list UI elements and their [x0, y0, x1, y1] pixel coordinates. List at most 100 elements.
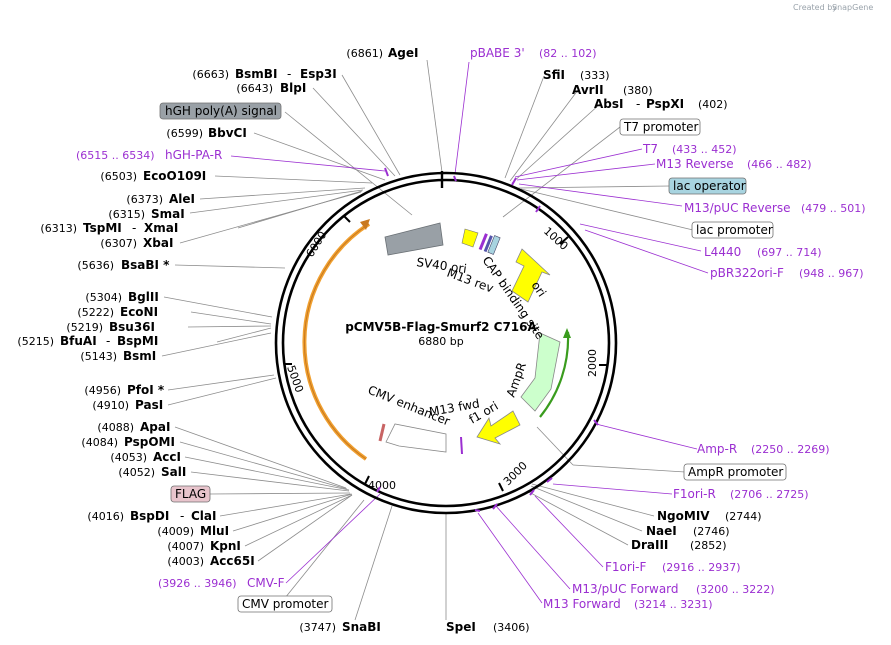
backbone-outer — [274, 171, 618, 515]
left-site-bspdi: (4016)BspDI-ClaI — [87, 509, 216, 523]
ori-feature — [511, 248, 551, 303]
svg-text:T7 promoter: T7 promoter — [623, 120, 699, 134]
left-site-econi: (5222) EcoNI — [77, 305, 158, 319]
svg-text:(2916 .. 2937): (2916 .. 2937) — [662, 561, 741, 574]
ampr-feature — [520, 332, 561, 412]
svg-text:EcoO109I: EcoO109I — [143, 169, 206, 183]
cmv-promoter-box: CMV promoter — [237, 595, 333, 613]
svg-text:AmpR promoter: AmpR promoter — [688, 465, 783, 479]
svg-text:AbsI: AbsI — [594, 97, 623, 111]
svg-text:(6599): (6599) — [166, 127, 203, 140]
svg-text:SfiI: SfiI — [543, 68, 565, 82]
m13-fwd-feature — [460, 436, 463, 455]
svg-text:BsaBI *: BsaBI * — [121, 258, 170, 272]
svg-text:Esp3I: Esp3I — [300, 67, 337, 81]
flag-box: FLAG — [170, 485, 211, 503]
svg-text:(82 .. 102): (82 .. 102) — [539, 47, 597, 60]
svg-text:L4440: L4440 — [704, 245, 741, 259]
svg-text:M13/pUC Reverse: M13/pUC Reverse — [684, 201, 791, 215]
svg-text:(948 .. 967): (948 .. 967) — [799, 267, 864, 280]
svg-text:lac operator: lac operator — [673, 179, 746, 193]
svg-text:KpnI: KpnI — [210, 539, 241, 553]
left-site-acc65i: (4003)Acc65I — [167, 554, 254, 568]
f1-ori-feature — [476, 410, 521, 445]
svg-text:EcoNI: EcoNI — [120, 305, 158, 319]
primer-marks — [376, 167, 599, 512]
right-site-ngomiv: NgoMIV(2744) — [657, 509, 762, 523]
ampr-promoter-box: AmpR promoter — [683, 463, 787, 481]
svg-text:(6861): (6861) — [346, 47, 383, 60]
svg-text:(5215): (5215) — [17, 335, 54, 348]
svg-text:(2852): (2852) — [690, 539, 727, 552]
svg-text:hGH-PA-R: hGH-PA-R — [165, 148, 222, 162]
svg-text:MluI: MluI — [200, 524, 229, 538]
right-site-draiii: DraIII(2852) — [631, 538, 727, 552]
svg-text:(3406): (3406) — [493, 621, 530, 634]
svg-text:BlpI: BlpI — [280, 81, 306, 95]
svg-text:PfoI *: PfoI * — [127, 383, 165, 397]
svg-text:(6307): (6307) — [100, 237, 137, 250]
left-site-pasi: (4910)PasI — [92, 398, 163, 412]
svg-text:(5219): (5219) — [66, 321, 103, 334]
primer-m13-forward: M13 Forward(3214 .. 3231) — [543, 597, 713, 611]
svg-text:(3747): (3747) — [299, 621, 336, 634]
svg-text:(5143): (5143) — [80, 350, 117, 363]
svg-text:PspOMI: PspOMI — [124, 435, 175, 449]
primer-amp-r: Amp-R(2250 .. 2269) — [697, 442, 830, 456]
primer-lines — [230, 61, 709, 604]
left-site-tspmi: (6313)TspMI-XmaI — [40, 221, 178, 235]
plasmid-name: pCMV5B-Flag-Smurf2 C716A — [345, 320, 537, 334]
primer-l4440: L4440(697 .. 714) — [704, 245, 822, 259]
svg-text:AgeI: AgeI — [388, 46, 418, 60]
svg-text:(4016): (4016) — [87, 510, 124, 523]
left-site-agei: (6861) AgeI — [346, 46, 418, 60]
svg-text:-: - — [636, 97, 640, 111]
flag-feature — [378, 423, 386, 442]
left-site-bsmbi: (6663)BsmBI-Esp3I — [192, 67, 336, 81]
svg-text:(4956): (4956) — [84, 384, 121, 397]
left-site-alei: (6373)AleI — [126, 192, 195, 206]
svg-text:NaeI: NaeI — [646, 524, 677, 538]
svg-text:(3926 .. 3946): (3926 .. 3946) — [158, 577, 237, 590]
svg-text:SmaI: SmaI — [151, 207, 185, 221]
svg-text:(3214 .. 3231): (3214 .. 3231) — [634, 598, 713, 611]
svg-text:Amp-R: Amp-R — [697, 442, 737, 456]
svg-text:(4910): (4910) — [92, 399, 129, 412]
svg-text:(5304): (5304) — [85, 291, 122, 304]
backbone-inner — [281, 178, 611, 508]
svg-text:(5222): (5222) — [77, 306, 114, 319]
plasmid-size: 6880 bp — [418, 335, 463, 348]
svg-text:(479 .. 501): (479 .. 501) — [801, 202, 866, 215]
svg-text:(2746): (2746) — [693, 525, 730, 538]
svg-text:CMV-F: CMV-F — [247, 576, 285, 590]
left-site-bsu36i: (5219)Bsu36I — [66, 320, 155, 334]
svg-text:SpeI: SpeI — [446, 620, 476, 634]
tick-2000: 2000 — [586, 349, 599, 377]
svg-text:pBR322ori-F: pBR322ori-F — [710, 266, 784, 280]
svg-text:(4009): (4009) — [157, 525, 194, 538]
sv40-ori-label: SV40 ori — [416, 255, 468, 276]
primer-m13-puc-forward: M13/pUC Forward(3200 .. 3222) — [572, 582, 775, 596]
svg-text:AccI: AccI — [153, 450, 181, 464]
svg-text:(2706 .. 2725): (2706 .. 2725) — [730, 488, 809, 501]
svg-text:(4053): (4053) — [110, 451, 147, 464]
left-site-smai: (6315) SmaI — [108, 207, 184, 221]
right-site-sfii: SfiI(333) — [543, 68, 610, 82]
svg-text:(6663): (6663) — [192, 68, 229, 81]
svg-text:BsmI: BsmI — [123, 349, 156, 363]
primer-hgh-pa-r: (6515 .. 6534)hGH-PA-R — [76, 148, 222, 162]
svg-text:pBABE 3': pBABE 3' — [470, 46, 525, 60]
svg-text:(6313): (6313) — [40, 222, 77, 235]
svg-text:Acc65I: Acc65I — [210, 554, 255, 568]
svg-text:SnaBI: SnaBI — [342, 620, 381, 634]
svg-text:AleI: AleI — [169, 192, 195, 206]
left-site-acci: (4053) AccI — [110, 450, 181, 464]
right-site-avrii: AvrII(380) — [572, 83, 653, 97]
svg-text:XmaI: XmaI — [144, 221, 178, 235]
left-site-mlui: (4009) MluI — [157, 524, 229, 538]
svg-text:BfuAI: BfuAI — [60, 334, 97, 348]
svg-text:BglII: BglII — [128, 290, 159, 304]
svg-text:(6315): (6315) — [108, 208, 145, 221]
left-site-bfuai: (5215)BfuAI-BspMI — [17, 334, 158, 348]
